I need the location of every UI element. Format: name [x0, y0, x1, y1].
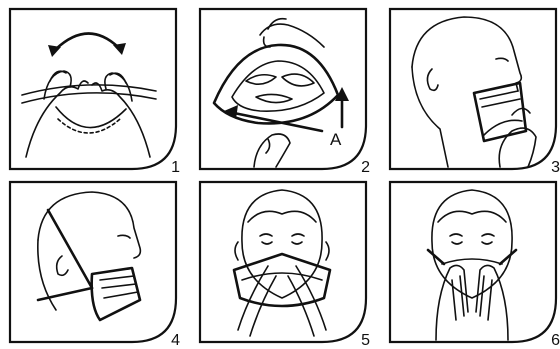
step-panel-4: 4 [8, 180, 178, 345]
seal-check-icon [388, 180, 558, 345]
step-panel-2: A 2 [198, 7, 368, 172]
mask-to-face-profile-icon [388, 7, 558, 172]
step-number: 1 [171, 160, 180, 176]
step-panel-3: 3 [388, 7, 558, 172]
step-panel-5: 5 [198, 180, 368, 345]
straps-over-head-icon [8, 180, 178, 345]
step-number: 2 [361, 160, 370, 176]
mold-nosepiece-icon [198, 180, 368, 345]
label-a: A [330, 131, 341, 148]
step-panel-6: 6 [388, 180, 558, 345]
step-panel-1: 1 [8, 7, 178, 172]
step-number: 3 [551, 160, 560, 176]
mask-fold-hands-icon [8, 7, 178, 172]
mask-inside-view-icon [198, 7, 368, 172]
